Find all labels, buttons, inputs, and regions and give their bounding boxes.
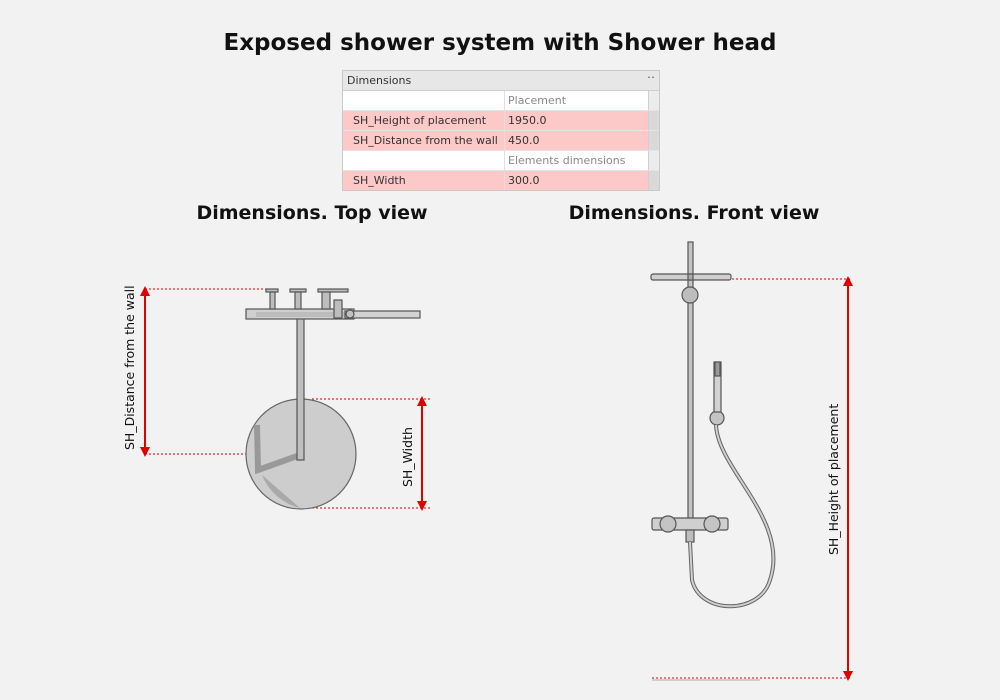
table-row[interactable]: SH_Width 300.0 [343, 171, 659, 190]
width-dimension-label: SH_Width [400, 427, 415, 487]
row-scrollbar[interactable] [648, 111, 659, 130]
row-scrollbar[interactable] [648, 131, 659, 150]
height-dimension-label: SH_Height of placement [826, 403, 841, 555]
param-value: Placement [508, 94, 567, 107]
param-value[interactable]: 1950.0 [508, 114, 547, 127]
page-title: Exposed shower system with Shower head [223, 30, 777, 56]
row-scrollbar[interactable] [648, 171, 659, 190]
table-row: Placement [343, 91, 659, 111]
panel-header[interactable]: Dimensions ˆˆ [343, 71, 659, 91]
param-name: SH_Width [343, 171, 505, 190]
table-row[interactable]: SH_Height of placement 1950.0 [343, 111, 659, 131]
param-name [343, 91, 505, 110]
chevron-up-icon[interactable]: ˆˆ [647, 76, 655, 85]
param-name: SH_Distance from the wall [343, 131, 505, 150]
top-view-title: Dimensions. Top view [196, 202, 428, 224]
dimensions-panel: Dimensions ˆˆ Placement SH_Height of pla… [342, 70, 660, 191]
distance-dimension-label: SH_Distance from the wall [122, 285, 137, 450]
param-value[interactable]: 300.0 [508, 174, 540, 187]
row-scrollbar[interactable] [648, 151, 659, 170]
param-name: SH_Height of placement [343, 111, 505, 130]
param-value: Elements dimensions [508, 154, 626, 167]
row-scrollbar[interactable] [648, 91, 659, 110]
table-row[interactable]: SH_Distance from the wall 450.0 [343, 131, 659, 151]
param-value[interactable]: 450.0 [508, 134, 540, 147]
param-name [343, 151, 505, 170]
top-view-drawing [145, 288, 430, 510]
front-view-title: Dimensions. Front view [568, 202, 820, 224]
panel-header-label: Dimensions [347, 74, 412, 87]
table-row: Elements dimensions [343, 151, 659, 171]
front-view-drawing [650, 241, 850, 681]
